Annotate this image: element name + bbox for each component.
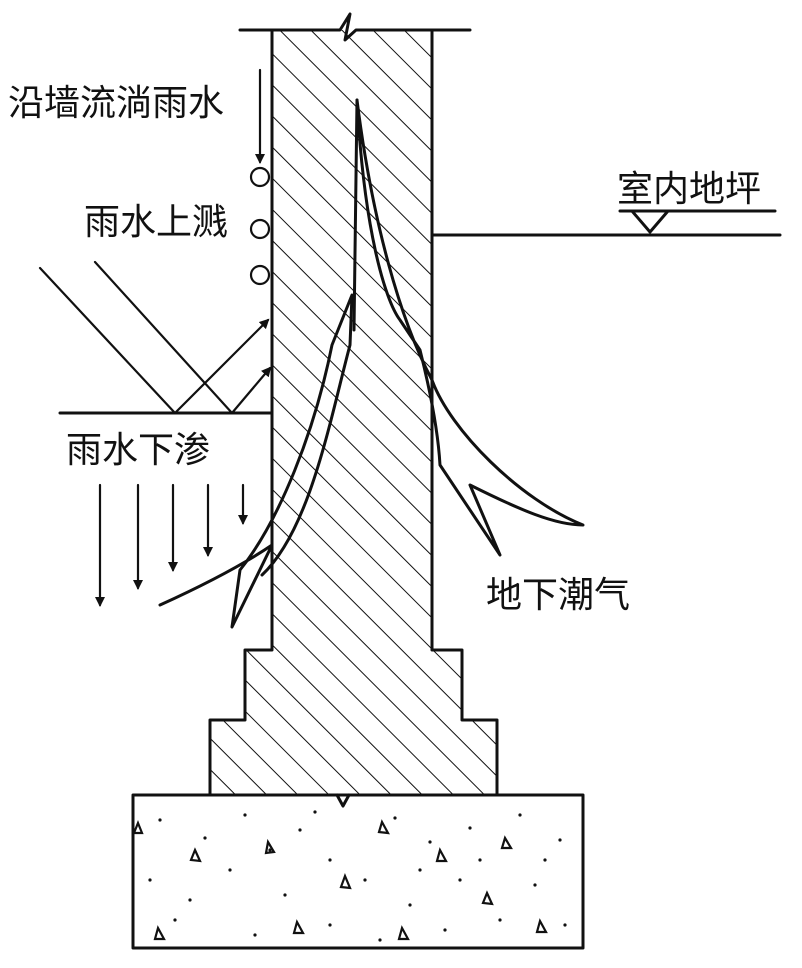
runoff-label: 沿墙流淌雨水 [8,83,225,124]
floor-label: 室内地坪 [617,169,762,210]
seep-label: 雨水下渗 [66,430,211,471]
moisture-label: 地下潮气 [486,575,631,616]
wall-break-line [238,12,472,42]
rain-seep-arrows [95,483,248,607]
concrete-footing [131,793,585,950]
indoor-floor-line [430,209,782,237]
brick-wall [208,28,499,797]
splash-label: 雨水上溅 [84,202,229,243]
level-marker-icon [630,209,670,234]
rain-splash-arrows [38,260,272,415]
ground-moisture-arrows [158,98,585,629]
wall-runoff-arrow [249,68,271,286]
